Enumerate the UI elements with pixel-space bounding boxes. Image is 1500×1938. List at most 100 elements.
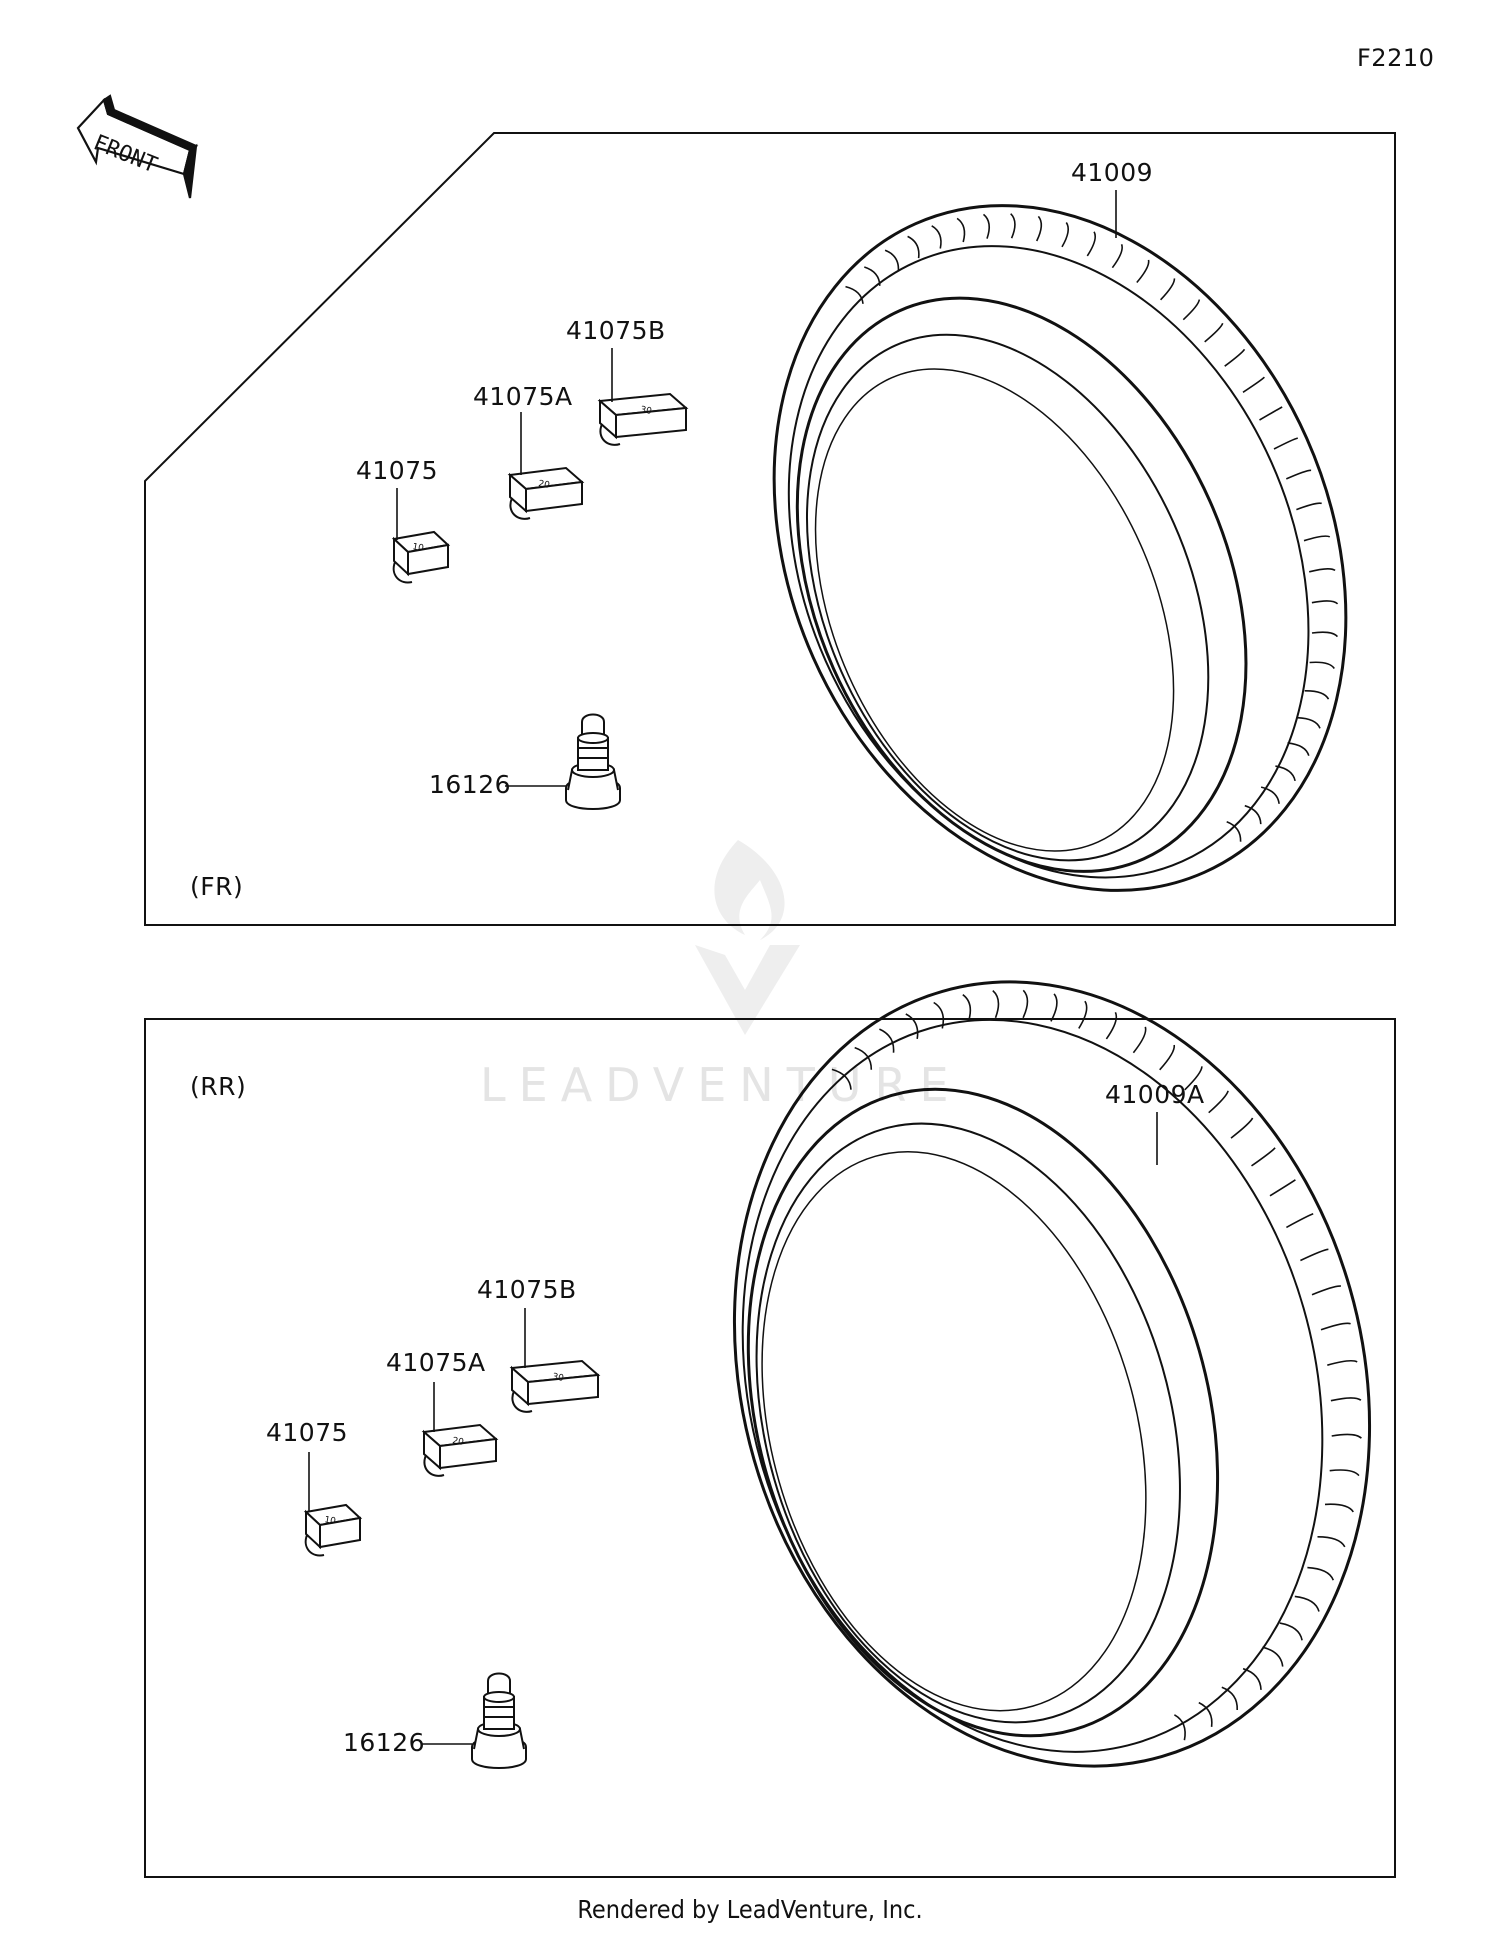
tread-groove bbox=[1324, 1503, 1354, 1513]
footer-credit: Rendered by LeadVenture, Inc. bbox=[577, 1895, 923, 1924]
rear-tire-drawing bbox=[732, 980, 1372, 1768]
tread-groove bbox=[956, 217, 966, 243]
tread-groove bbox=[1182, 299, 1201, 321]
tread-groove bbox=[1331, 1433, 1362, 1439]
weight-30-rear: 30 bbox=[509, 1359, 601, 1413]
tread-groove bbox=[1221, 1686, 1239, 1711]
tread-groove bbox=[992, 989, 1000, 1019]
tread-groove bbox=[1307, 1566, 1335, 1581]
tread-groove bbox=[864, 266, 881, 286]
weight-marking: 30 bbox=[551, 1372, 564, 1384]
part-label-front-tire[interactable]: 41009 bbox=[1071, 158, 1154, 187]
tread-groove bbox=[845, 285, 864, 304]
front-panel-frame bbox=[144, 132, 1396, 926]
tread-groove bbox=[1022, 989, 1029, 1019]
tread-groove bbox=[1304, 689, 1330, 700]
part-label-rear-valve[interactable]: 16126 bbox=[343, 1728, 426, 1757]
tread-groove bbox=[1136, 259, 1150, 284]
tread-groove bbox=[1275, 765, 1296, 782]
tread-groove bbox=[1086, 231, 1097, 257]
tread-groove bbox=[1262, 1646, 1284, 1667]
tread-groove bbox=[1311, 600, 1339, 605]
diagram-code: F2210 bbox=[1357, 44, 1435, 72]
tread-groove bbox=[1294, 1595, 1320, 1612]
tread-groove bbox=[982, 213, 991, 239]
tread-groove bbox=[1303, 535, 1331, 542]
part-label-rear-weight-10[interactable]: 41075 bbox=[266, 1418, 349, 1447]
part-label-front-weight-30[interactable]: 41075B bbox=[566, 316, 666, 345]
tread-groove bbox=[1242, 1667, 1262, 1690]
tread-groove bbox=[905, 1013, 919, 1040]
tread-groove bbox=[1297, 716, 1321, 729]
tread-groove bbox=[1327, 1359, 1358, 1366]
tread-groove bbox=[1300, 1248, 1329, 1262]
tread-groove bbox=[1244, 804, 1262, 825]
weight-marking: 30 bbox=[639, 405, 652, 417]
tread-groove bbox=[1035, 215, 1043, 242]
valve-front bbox=[565, 713, 621, 810]
tread-groove bbox=[1286, 1213, 1314, 1229]
front-arrow-icon bbox=[76, 94, 199, 199]
part-label-rear-tire[interactable]: 41009A bbox=[1105, 1080, 1205, 1109]
weight-20-rear: 20 bbox=[421, 1423, 499, 1477]
leader-lines-front bbox=[396, 190, 1117, 787]
tread-groove bbox=[1208, 1090, 1229, 1114]
tread-groove bbox=[1132, 1026, 1147, 1054]
leader-lines-rear bbox=[308, 1112, 1158, 1745]
tread-groove bbox=[1198, 1701, 1213, 1727]
tread-groove bbox=[1259, 406, 1283, 421]
weight-marking: 20 bbox=[537, 479, 550, 491]
part-label-front-weight-20[interactable]: 41075A bbox=[473, 382, 573, 411]
tread-groove bbox=[1311, 631, 1339, 638]
tread-groove bbox=[884, 249, 900, 271]
tread-groove bbox=[1287, 742, 1310, 756]
tread-groove bbox=[1296, 502, 1322, 511]
tread-groove bbox=[1184, 1066, 1203, 1091]
tread-groove bbox=[1061, 222, 1070, 248]
tread-groove bbox=[962, 994, 972, 1022]
tread-groove bbox=[1173, 1714, 1186, 1741]
weight-30-front: 30 bbox=[597, 392, 689, 446]
tread-groove bbox=[1204, 322, 1224, 343]
weight-10-front: 10 bbox=[391, 530, 451, 584]
weight-marking: 20 bbox=[451, 1436, 464, 1448]
watermark-logo bbox=[695, 840, 800, 1035]
front-tire-tread bbox=[845, 213, 1339, 842]
tread-groove bbox=[1329, 1469, 1360, 1477]
weight-marking: 10 bbox=[323, 1515, 336, 1527]
tread-groove bbox=[1078, 1000, 1088, 1029]
tread-groove bbox=[933, 1001, 945, 1029]
tread-groove bbox=[1273, 437, 1299, 450]
tread-groove bbox=[1309, 568, 1336, 573]
tread-groove bbox=[831, 1068, 852, 1090]
front-tire-drawing bbox=[772, 204, 1348, 892]
tread-groove bbox=[1260, 786, 1280, 804]
tread-groove bbox=[1309, 661, 1335, 670]
tread-groove bbox=[1224, 348, 1246, 367]
tread-groove bbox=[1320, 1322, 1351, 1331]
tread-groove bbox=[1330, 1397, 1362, 1402]
part-label-front-valve[interactable]: 16126 bbox=[429, 770, 512, 799]
part-label-rear-weight-30[interactable]: 41075B bbox=[477, 1275, 577, 1304]
tread-groove bbox=[1311, 1285, 1342, 1296]
tread-groove bbox=[1317, 1536, 1346, 1548]
weight-20-front: 20 bbox=[507, 466, 585, 520]
part-label-rear-weight-20[interactable]: 41075A bbox=[386, 1348, 486, 1377]
valve-rear bbox=[471, 1672, 527, 1769]
tread-groove bbox=[1285, 469, 1312, 480]
tread-groove bbox=[1251, 1147, 1276, 1167]
rear-panel-frame bbox=[144, 1018, 1396, 1878]
tread-groove bbox=[907, 235, 920, 259]
tread-groove bbox=[1226, 820, 1242, 842]
tread-groove bbox=[1160, 278, 1176, 301]
rear-tire-tread bbox=[831, 989, 1362, 1741]
section-label-front: (FR) bbox=[190, 872, 244, 901]
tread-groove bbox=[1105, 1011, 1118, 1040]
part-label-front-weight-10[interactable]: 41075 bbox=[356, 456, 439, 485]
tread-groove bbox=[1269, 1179, 1296, 1197]
tread-groove bbox=[931, 225, 942, 249]
tread-groove bbox=[1279, 1622, 1303, 1641]
tread-groove bbox=[1230, 1117, 1254, 1139]
